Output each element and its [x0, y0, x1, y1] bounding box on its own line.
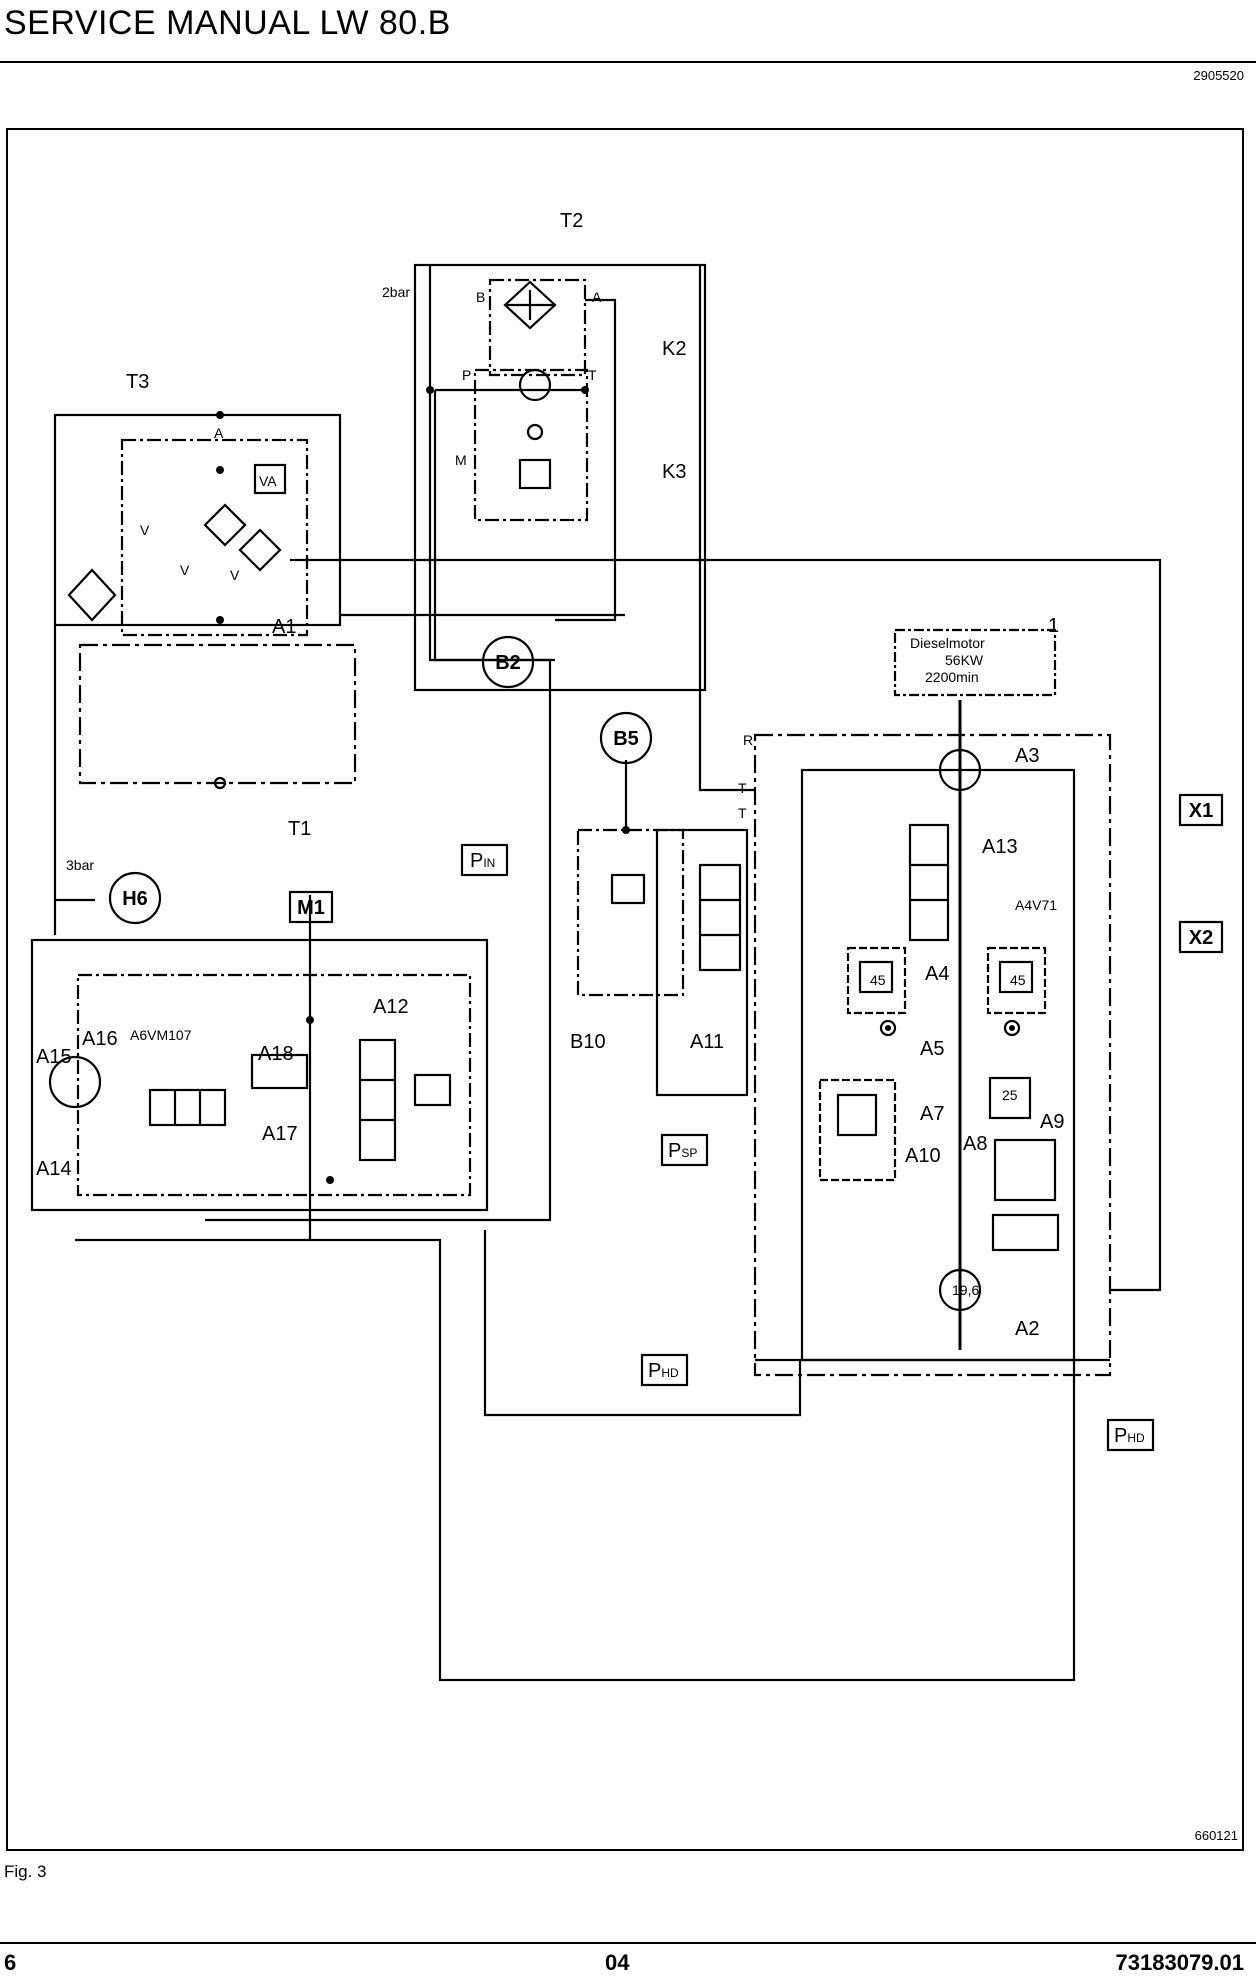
motor-line-2: 56KW [945, 652, 984, 668]
label-a2: A2 [1015, 1318, 1039, 1340]
label-a1: A1 [272, 616, 296, 638]
value-19-6: 19,6 [952, 1282, 979, 1298]
label-b2: B2 [495, 652, 521, 674]
label-va: VA [259, 473, 277, 489]
label-p-sp: PSP [668, 1140, 697, 1162]
label-h6: H6 [122, 888, 148, 910]
label-a7: A7 [920, 1103, 944, 1125]
label-b5: B5 [613, 728, 639, 750]
document-code: 2905520 [1193, 68, 1244, 83]
label-a4: A4 [925, 963, 949, 985]
port-a-t3: A [214, 425, 224, 441]
label-1: 1 [1048, 615, 1059, 637]
port-m: M [455, 452, 467, 468]
label-a15: A15 [36, 1046, 72, 1068]
label-a3: A3 [1015, 745, 1039, 767]
label-v3: V [180, 562, 190, 578]
port-a-t2: A [592, 289, 602, 305]
footer-divider [0, 1942, 1256, 1944]
label-m1: M1 [297, 897, 325, 919]
label-p-in: PIN [470, 850, 495, 872]
figure-caption: Fig. 3 [4, 1862, 47, 1881]
port-b: B [476, 289, 485, 305]
value-45b: 45 [1010, 972, 1026, 988]
label-t3: T3 [126, 371, 149, 393]
port-t: T [588, 367, 597, 383]
value-45a: 45 [870, 972, 886, 988]
port-p: P [462, 367, 471, 383]
label-b10: B10 [570, 1031, 606, 1053]
label-p-hd-right: PHD [1114, 1425, 1145, 1447]
label-a14: A14 [36, 1158, 72, 1180]
page-number: 6 [4, 1950, 17, 1975]
label-2bar: 2bar [382, 284, 410, 300]
label-a12: A12 [373, 996, 409, 1018]
label-t2: T2 [560, 210, 583, 232]
header-divider [0, 61, 1256, 63]
label-p-hd-left: PHD [648, 1360, 679, 1382]
label-a10: A10 [905, 1145, 941, 1167]
drawing-number: 660121 [1195, 1828, 1238, 1843]
label-a17: A17 [262, 1123, 298, 1145]
section-number: 04 [605, 1950, 630, 1975]
port-r: R [743, 732, 753, 748]
value-25: 25 [1002, 1087, 1018, 1103]
label-3bar: 3bar [66, 857, 94, 873]
label-a18: A18 [258, 1043, 294, 1065]
motor-line-3: 2200min [925, 669, 979, 685]
port-t1: T [738, 780, 747, 796]
label-x1: X1 [1189, 800, 1213, 822]
label-t1: T1 [288, 818, 311, 840]
motor-line-1: Dieselmotor [910, 635, 985, 651]
label-a4v71: A4V71 [1015, 897, 1057, 913]
label-x2: X2 [1189, 927, 1213, 949]
label-a5: A5 [920, 1038, 944, 1060]
label-a8: A8 [963, 1133, 987, 1155]
label-v2: V [140, 522, 150, 538]
document-number: 73183079.01 [1115, 1950, 1244, 1975]
label-a6vm107: A6VM107 [130, 1027, 192, 1043]
label-k2: K2 [662, 338, 686, 360]
label-v1: V [230, 567, 240, 583]
label-a9: A9 [1040, 1111, 1064, 1133]
manual-title: SERVICE MANUAL LW 80.B [4, 4, 451, 42]
port-t2: T [738, 805, 747, 821]
label-k3: K3 [662, 461, 686, 483]
label-a13: A13 [982, 836, 1018, 858]
figure-frame [6, 128, 1244, 1851]
label-a16: A16 [82, 1028, 118, 1050]
label-a11: A11 [690, 1031, 724, 1053]
